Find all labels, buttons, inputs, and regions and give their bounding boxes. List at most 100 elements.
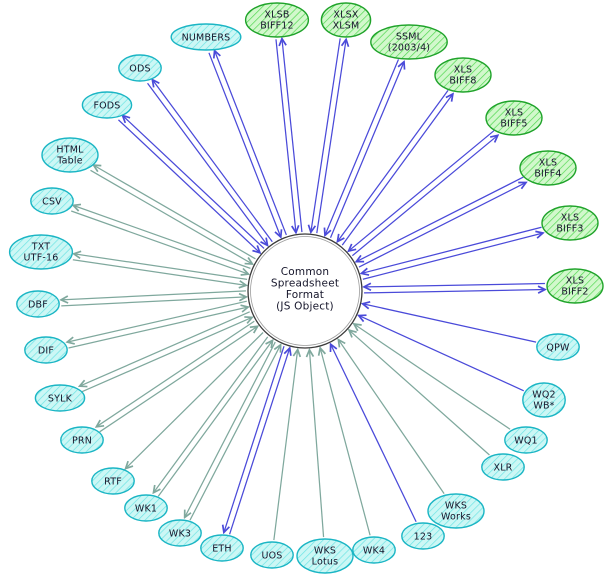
edges xyxy=(61,38,545,541)
node-label: PRN xyxy=(72,436,92,447)
edge-eth xyxy=(228,348,290,535)
edge-xlsb-biff12 xyxy=(275,39,296,232)
edge-wk1 xyxy=(157,340,272,497)
node-ods: ODS xyxy=(118,54,162,82)
edge-xls-biff5 xyxy=(349,130,495,251)
edge-xlsx-xlsm xyxy=(311,38,341,232)
edge-wk3 xyxy=(189,345,281,521)
node-csv: CSV xyxy=(30,187,74,215)
edge-txt-utf-16 xyxy=(72,259,246,286)
edge-dbf xyxy=(61,297,246,307)
node-label: ODS xyxy=(129,64,150,75)
node-fods: FODS xyxy=(81,91,133,119)
node-label: UOS xyxy=(261,551,282,562)
edge-xls-biff8 xyxy=(337,90,449,241)
edge-dif xyxy=(67,300,247,342)
node-qpw: QPW xyxy=(536,333,580,361)
edge-xlr xyxy=(349,330,490,456)
node-label: DIF xyxy=(38,346,54,357)
edge-ssml-2003-4 xyxy=(325,59,400,235)
edge-wk1 xyxy=(153,336,269,493)
edge-ssml-2003-4 xyxy=(329,62,405,238)
node-prn: PRN xyxy=(60,426,104,454)
edge-rtf xyxy=(126,332,264,469)
node-label: WK4 xyxy=(363,546,385,557)
edge-xls-biff3 xyxy=(361,226,542,273)
node-uos: UOS xyxy=(250,541,294,569)
node-wk1: WK1 xyxy=(124,494,168,522)
node-label: WK3 xyxy=(169,529,191,540)
node-label: ETH xyxy=(212,544,232,555)
edge-wks-lotus xyxy=(309,350,325,538)
node-label: QPW xyxy=(546,343,570,354)
edge-csv xyxy=(73,205,251,269)
edge-html-table xyxy=(90,169,252,264)
node-sylk: SYLK xyxy=(34,384,86,412)
edge-wq1 xyxy=(354,324,511,430)
edge-dif xyxy=(68,307,248,349)
node-rtf: RTF xyxy=(91,467,135,495)
node-123: 123 xyxy=(401,522,445,550)
edge-ods xyxy=(152,80,273,243)
node-label: XLR xyxy=(493,463,512,474)
edge-xls-biff3 xyxy=(362,233,543,280)
edge-fods xyxy=(118,119,259,253)
edge-eth xyxy=(224,346,285,532)
edge-xls-biff2 xyxy=(364,290,545,293)
node-numbers: NUMBERS xyxy=(170,23,242,51)
edge-xls-biff5 xyxy=(351,135,497,257)
edge-dbf xyxy=(61,290,246,300)
node-label: 123 xyxy=(414,532,433,543)
node-label: SYLK xyxy=(48,394,73,405)
node-label: RTF xyxy=(104,477,122,488)
node-dif: DIF xyxy=(24,336,68,364)
edge-ods xyxy=(147,82,268,245)
edge-uos xyxy=(273,350,298,541)
node-wk3: WK3 xyxy=(158,519,202,547)
node-label: SSML(2003/4) xyxy=(388,32,430,54)
edge-numbers xyxy=(215,51,287,236)
edge-xls-biff4 xyxy=(356,176,524,262)
edge-txt-utf-16 xyxy=(74,254,248,281)
edge-sylk xyxy=(80,311,250,386)
node-label: NUMBERS xyxy=(182,33,231,44)
edge-csv xyxy=(71,210,248,274)
edge-prn xyxy=(96,320,255,427)
node-label: DBF xyxy=(28,300,48,311)
node-ssml-2003-4: SSML(2003/4) xyxy=(370,24,448,60)
edge-html-table xyxy=(94,165,256,260)
node-label: FODS xyxy=(93,101,120,112)
edge-wq2-wb xyxy=(359,315,525,392)
edge-xls-biff4 xyxy=(358,182,526,268)
node-wk4: WK4 xyxy=(352,536,396,564)
node-label: CSV xyxy=(42,197,62,208)
edge-123 xyxy=(331,344,417,523)
node-dbf: DBF xyxy=(16,290,60,318)
node-xlr: XLR xyxy=(481,453,525,481)
